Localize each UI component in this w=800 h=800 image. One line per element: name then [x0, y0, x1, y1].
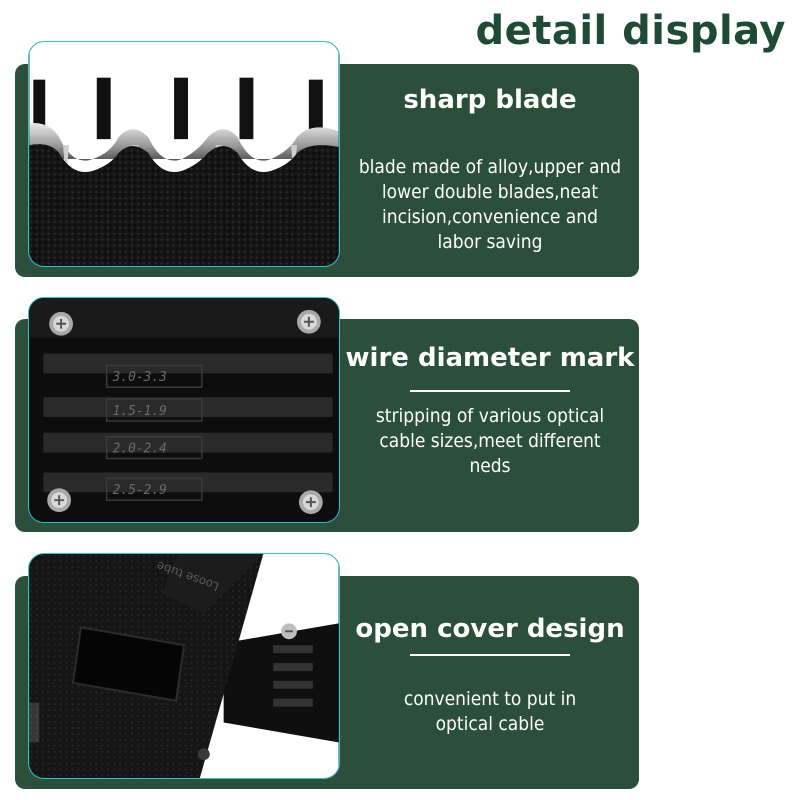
feature-description: blade made of alloy,upper and lower doub…: [358, 156, 622, 253]
feature-description: stripping of various optical cable sizes…: [375, 405, 605, 477]
feature-title: open cover design: [355, 614, 625, 644]
page-title: detail display: [475, 8, 786, 54]
open-cover-image: Loose tube: [29, 554, 339, 778]
screw-icon: [49, 311, 73, 336]
open-cover-photo: Loose tube: [28, 553, 340, 779]
screw-icon: [296, 309, 321, 334]
feature-info-sharp-blade: sharp blade blade made of alloy,upper an…: [340, 85, 640, 255]
diameter-image: 3.0-3.3 1.5-1.9 2.0-2.4 2.5-2.9: [29, 298, 339, 522]
diameter-mark-photo: 3.0-3.3 1.5-1.9 2.0-2.4 2.5-2.9: [28, 297, 340, 523]
diameter-mark-label: 2.5-2.9: [113, 483, 167, 498]
screw-icon: [281, 623, 297, 640]
blade-closeup-photo: [28, 41, 340, 267]
screw-icon: [298, 490, 323, 515]
feature-description: convenient to put in optical cable: [403, 688, 577, 735]
feature-info-wire-diameter: wire diameter mark stripping of various …: [340, 343, 640, 479]
diameter-mark-label: 1.5-1.9: [113, 404, 167, 419]
feature-info-open-cover: open cover design convenient to put in o…: [340, 614, 640, 737]
feature-title: wire diameter mark: [345, 343, 635, 373]
blade-image: [29, 42, 339, 266]
diameter-mark-label: 2.0-2.4: [113, 442, 167, 457]
feature-title: sharp blade: [403, 85, 577, 115]
title-underline: [410, 654, 570, 656]
diameter-mark-label: 3.0-3.3: [112, 370, 167, 385]
title-underline: [410, 390, 570, 392]
screw-icon: [47, 488, 72, 513]
